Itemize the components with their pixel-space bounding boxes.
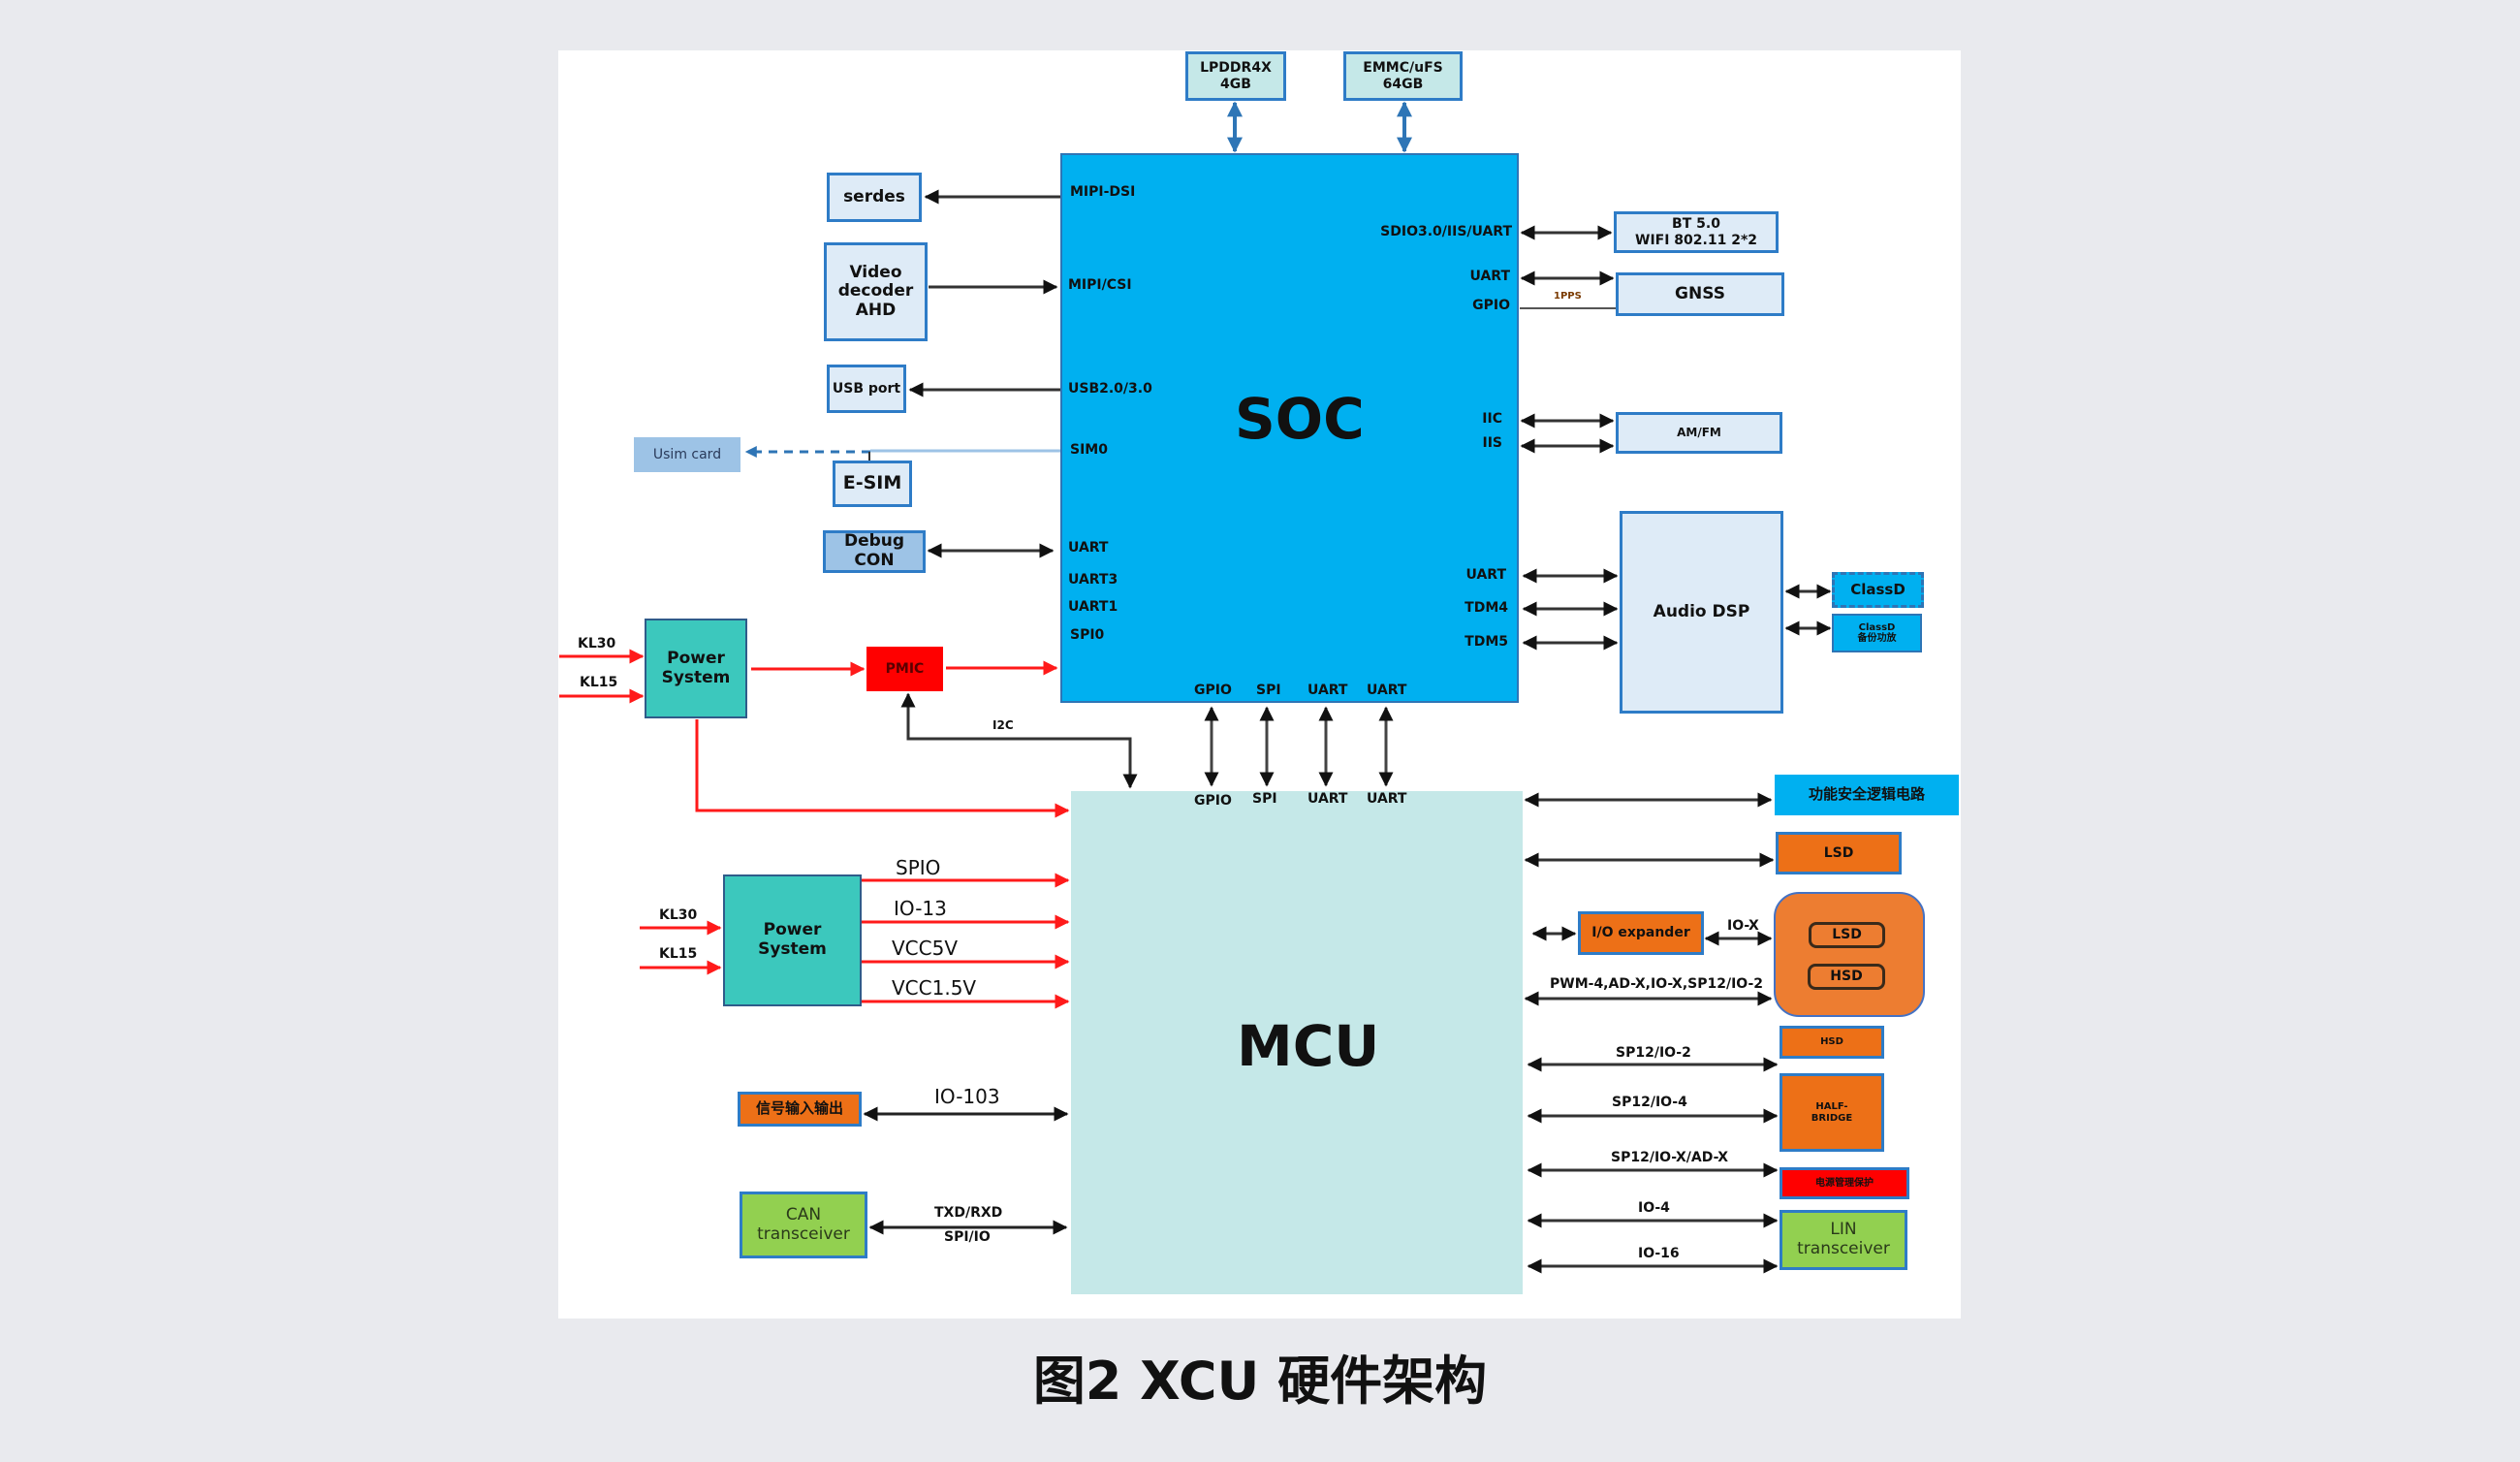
mcu-port-spi: SPI (1252, 791, 1277, 807)
hsd-block: HSD (1780, 1026, 1884, 1059)
soc-port-uart-bottom-1: UART (1307, 683, 1348, 698)
pps-label: 1PPS (1554, 291, 1582, 302)
power-protect-block: 电源管理保护 (1780, 1167, 1909, 1199)
figure-caption: 图2 XCU 硬件架构 (1032, 1351, 1488, 1412)
soc-port-uart-dsp: UART (1465, 567, 1506, 583)
audio-dsp-block: Audio DSP (1620, 511, 1783, 714)
group-hsd-block: HSD (1808, 964, 1885, 990)
mcu-title: MCU (1237, 1013, 1380, 1079)
can-transceiver-block: CAN transceiver (740, 1192, 867, 1258)
half-bridge-bus2-label: SP12/IO-X/AD-X (1611, 1150, 1729, 1165)
i2c-label: I2C (992, 718, 1014, 732)
half-bridge-block: HALF- BRIDGE (1780, 1073, 1884, 1152)
soc-port-uart: UART (1068, 540, 1109, 556)
safety-logic-block: 功能安全逻辑电路 (1775, 775, 1959, 815)
soc-port-sim0: SIM0 (1070, 442, 1108, 458)
soc-port-spi-bottom: SPI (1256, 683, 1281, 698)
spio-label: SPIO (896, 856, 941, 879)
kl30-label-mcu: KL30 (659, 907, 698, 923)
classd-backup-block: ClassD 备份功放 (1832, 614, 1922, 652)
pwm-bus-label: PWM-4,AD-X,IO-X,SP12/IO-2 (1550, 976, 1764, 992)
red-bus-label: IO-4 (1638, 1200, 1670, 1216)
kl30-label-top: KL30 (578, 636, 616, 652)
soc-port-mipi-csi: MIPI/CSI (1068, 277, 1132, 293)
hsd-bus-label: SP12/IO-2 (1616, 1045, 1691, 1061)
group-lsd-block: LSD (1809, 922, 1885, 948)
mcu-port-uart-1: UART (1307, 791, 1348, 807)
soc-port-uart1: UART1 (1068, 599, 1118, 615)
io-expander-block: I/O expander (1578, 911, 1704, 955)
soc-port-uart-gnss: UART (1469, 269, 1510, 284)
soc-title: SOC (1235, 386, 1365, 452)
lpddr4x-block: LPDDR4X 4GB (1185, 51, 1286, 101)
debug-con-block: Debug CON (823, 530, 926, 573)
io-x-label: IO-X (1727, 918, 1759, 934)
soc-port-sdio: SDIO3.0/IIS/UART (1380, 224, 1512, 239)
mcu-port-uart-2: UART (1367, 791, 1407, 807)
soc-port-iis: IIS (1482, 435, 1502, 451)
serdes-block: serdes (827, 173, 922, 222)
half-bridge-bus1-label: SP12/IO-4 (1612, 1095, 1687, 1110)
lin-transceiver-block: LIN transceiver (1780, 1210, 1907, 1270)
pmic-block: PMIC (866, 647, 943, 691)
kl15-label-mcu: KL15 (659, 946, 698, 962)
soc-port-tdm4: TDM4 (1465, 600, 1508, 616)
soc-port-tdm5: TDM5 (1465, 634, 1508, 650)
kl15-label-top: KL15 (580, 675, 618, 690)
soc-block (1060, 153, 1519, 703)
vcc5v-label: VCC5V (892, 937, 959, 960)
bt-wifi-block: BT 5.0 WIFI 802.11 2*2 (1614, 211, 1779, 253)
can-bus-top-label: TXD/RXD (934, 1205, 1003, 1221)
io13-label: IO-13 (894, 897, 947, 920)
driver-group (1774, 892, 1925, 1017)
soc-port-usb: USB2.0/3.0 (1068, 381, 1152, 397)
power-system-top: Power System (645, 619, 747, 718)
soc-port-gpio-gnss: GPIO (1472, 298, 1510, 313)
usb-port-block: USB port (827, 365, 906, 413)
gnss-block: GNSS (1616, 272, 1784, 316)
can-bus-bottom-label: SPI/IO (944, 1229, 991, 1245)
esim-block: E-SIM (833, 461, 912, 507)
video-decoder-block: Video decoder AHD (824, 242, 928, 341)
vcc15v-label: VCC1.5V (892, 976, 977, 1000)
soc-port-uart-bottom-2: UART (1367, 683, 1407, 698)
soc-port-spi0: SPI0 (1070, 627, 1105, 643)
usim-card-block: Usim card (634, 437, 740, 472)
soc-port-iic: IIC (1482, 411, 1502, 427)
soc-port-mipi-dsi: MIPI-DSI (1070, 184, 1136, 200)
lin-bus-label: IO-16 (1638, 1246, 1680, 1261)
mcu-port-gpio: GPIO (1194, 793, 1232, 809)
amfm-block: AM/FM (1616, 412, 1782, 454)
emmc-block: EMMC/uFS 64GB (1343, 51, 1463, 101)
soc-port-gpio-bottom: GPIO (1194, 683, 1232, 698)
mcu-block (1071, 791, 1523, 1294)
soc-port-uart3: UART3 (1068, 572, 1118, 588)
power-system-mcu: Power System (723, 874, 862, 1006)
classd-block: ClassD (1832, 572, 1924, 608)
io103-label: IO-103 (934, 1085, 1000, 1108)
lsd-block: LSD (1776, 832, 1902, 874)
signal-io-block: 信号输入输出 (738, 1092, 862, 1127)
